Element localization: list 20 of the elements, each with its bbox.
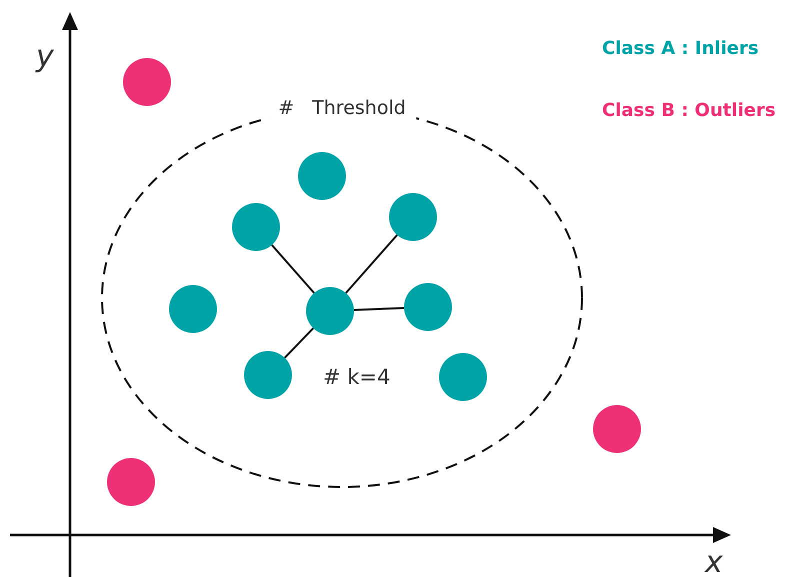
connector-line <box>271 244 315 294</box>
legend-entry: Class B : Outliers <box>602 100 776 121</box>
data-point <box>169 285 217 333</box>
data-point <box>298 152 346 200</box>
data-point <box>593 405 641 453</box>
data-point <box>404 283 452 331</box>
k-value-label: # k=4 <box>323 367 390 388</box>
connector-line <box>284 328 314 358</box>
data-point <box>389 193 437 241</box>
data-point <box>244 351 292 399</box>
data-point <box>439 353 487 401</box>
legend-entry: Class A : Inliers <box>602 38 759 59</box>
data-point <box>306 287 354 335</box>
data-point <box>232 203 280 251</box>
connector-line <box>354 306 404 312</box>
axis-label: y <box>36 42 54 72</box>
axis-label: x <box>705 548 723 577</box>
data-point <box>107 458 155 506</box>
data-point <box>123 58 171 106</box>
connector-line <box>345 234 398 294</box>
